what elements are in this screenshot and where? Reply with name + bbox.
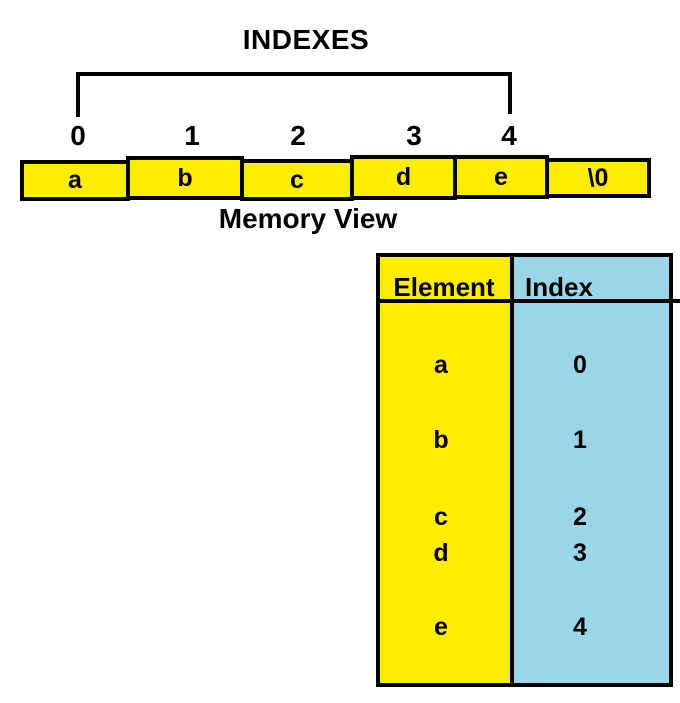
element-column-background bbox=[380, 257, 514, 683]
index-label-2: 2 bbox=[290, 120, 306, 151]
array-cell-e-char: e bbox=[494, 162, 508, 191]
array-cell-null-char: \0 bbox=[587, 163, 609, 192]
table-header-index: Index bbox=[525, 272, 593, 302]
table-cell-index-4: 4 bbox=[573, 613, 587, 641]
index-label-0: 0 bbox=[70, 120, 86, 151]
table-cell-index-2: 2 bbox=[573, 503, 587, 531]
array-cell-a-char: a bbox=[68, 166, 82, 194]
array-cell-b: b bbox=[126, 156, 244, 200]
memory-view-label: Memory View bbox=[218, 203, 398, 234]
table-cell-index-3: 3 bbox=[573, 539, 587, 567]
table-header-underline bbox=[376, 299, 680, 303]
array-cell-a: a bbox=[20, 160, 130, 201]
index-label-4: 4 bbox=[501, 120, 517, 151]
table-cell-index-0: 0 bbox=[573, 351, 587, 379]
array-cell-c-char: c bbox=[290, 165, 304, 194]
index-label-1: 1 bbox=[184, 120, 200, 151]
table-cell-index-1: 1 bbox=[573, 426, 587, 454]
array-cell-d-char: d bbox=[395, 163, 412, 191]
table-cell-element-c: c bbox=[434, 503, 448, 531]
array-cell-c: c bbox=[240, 159, 354, 201]
array-cell-d: d bbox=[350, 155, 457, 200]
table-header-element: Element bbox=[393, 272, 495, 302]
table-cell-element-e: e bbox=[434, 613, 448, 641]
indexes-bracket-left-leg bbox=[76, 72, 80, 117]
array-cell-b-char: b bbox=[177, 163, 193, 192]
diagram-title: INDEXES bbox=[242, 24, 370, 55]
index-column-background bbox=[514, 257, 669, 683]
indexes-bracket-right-leg bbox=[508, 72, 512, 114]
array-cell-null-terminator: \0 bbox=[545, 158, 651, 198]
index-label-3: 3 bbox=[406, 120, 422, 151]
indexes-bracket-bar bbox=[76, 72, 512, 76]
element-index-table bbox=[376, 253, 673, 687]
table-cell-element-b: b bbox=[433, 426, 449, 454]
table-cell-element-a: a bbox=[434, 351, 448, 379]
table-cell-element-d: d bbox=[433, 539, 449, 567]
array-cell-e: e bbox=[453, 155, 549, 199]
